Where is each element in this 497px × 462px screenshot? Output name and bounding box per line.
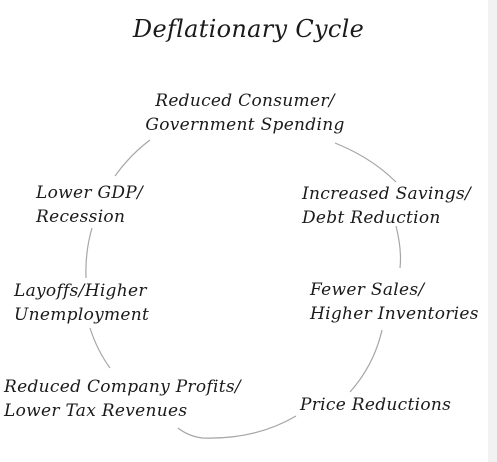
cycle-arc-bottom <box>177 415 297 439</box>
node-label-line: Government Spending <box>145 115 345 135</box>
diagram-title: Deflationary Cycle <box>132 15 365 43</box>
node-label-line: Lower GDP/ <box>36 183 144 203</box>
cycle-arc-top-right <box>334 142 397 183</box>
node-label-line: Reduced Consumer/ <box>155 91 335 111</box>
node-label-line: Recession <box>36 207 126 227</box>
node-label-line: Lower Tax Revenues <box>4 401 188 421</box>
node-reduced-profits: Reduced Company Profits/ Lower Tax Reven… <box>4 375 241 423</box>
node-label-line: Increased Savings/ <box>302 184 472 204</box>
node-label-line: Layoffs/Higher <box>14 281 147 301</box>
node-label-line: Reduced Company Profits/ <box>4 377 241 397</box>
cycle-arc-left-upper <box>85 227 93 279</box>
node-increased-savings: Increased Savings/ Debt Reduction <box>302 182 471 230</box>
node-label-line: Debt Reduction <box>302 208 441 228</box>
cycle-arc-top-left <box>114 139 151 177</box>
node-label-line: Higher Inventories <box>310 304 479 324</box>
cycle-arc-right-upper <box>395 225 402 269</box>
node-layoffs: Layoffs/Higher Unemployment <box>14 279 149 327</box>
node-label-line: Fewer Sales/ <box>310 280 425 300</box>
node-fewer-sales: Fewer Sales/ Higher Inventories <box>310 278 479 326</box>
node-label-line: Unemployment <box>14 305 150 325</box>
node-price-reductions: Price Reductions <box>300 393 451 417</box>
cycle-arc-left-lower <box>89 327 111 369</box>
page-edge-shadow <box>488 0 497 462</box>
node-reduced-spending: Reduced Consumer/ Government Spending <box>110 89 380 137</box>
cycle-arc-right-lower <box>349 329 383 393</box>
node-label-line: Price Reductions <box>300 395 452 415</box>
node-lower-gdp: Lower GDP/ Recession <box>36 181 143 229</box>
